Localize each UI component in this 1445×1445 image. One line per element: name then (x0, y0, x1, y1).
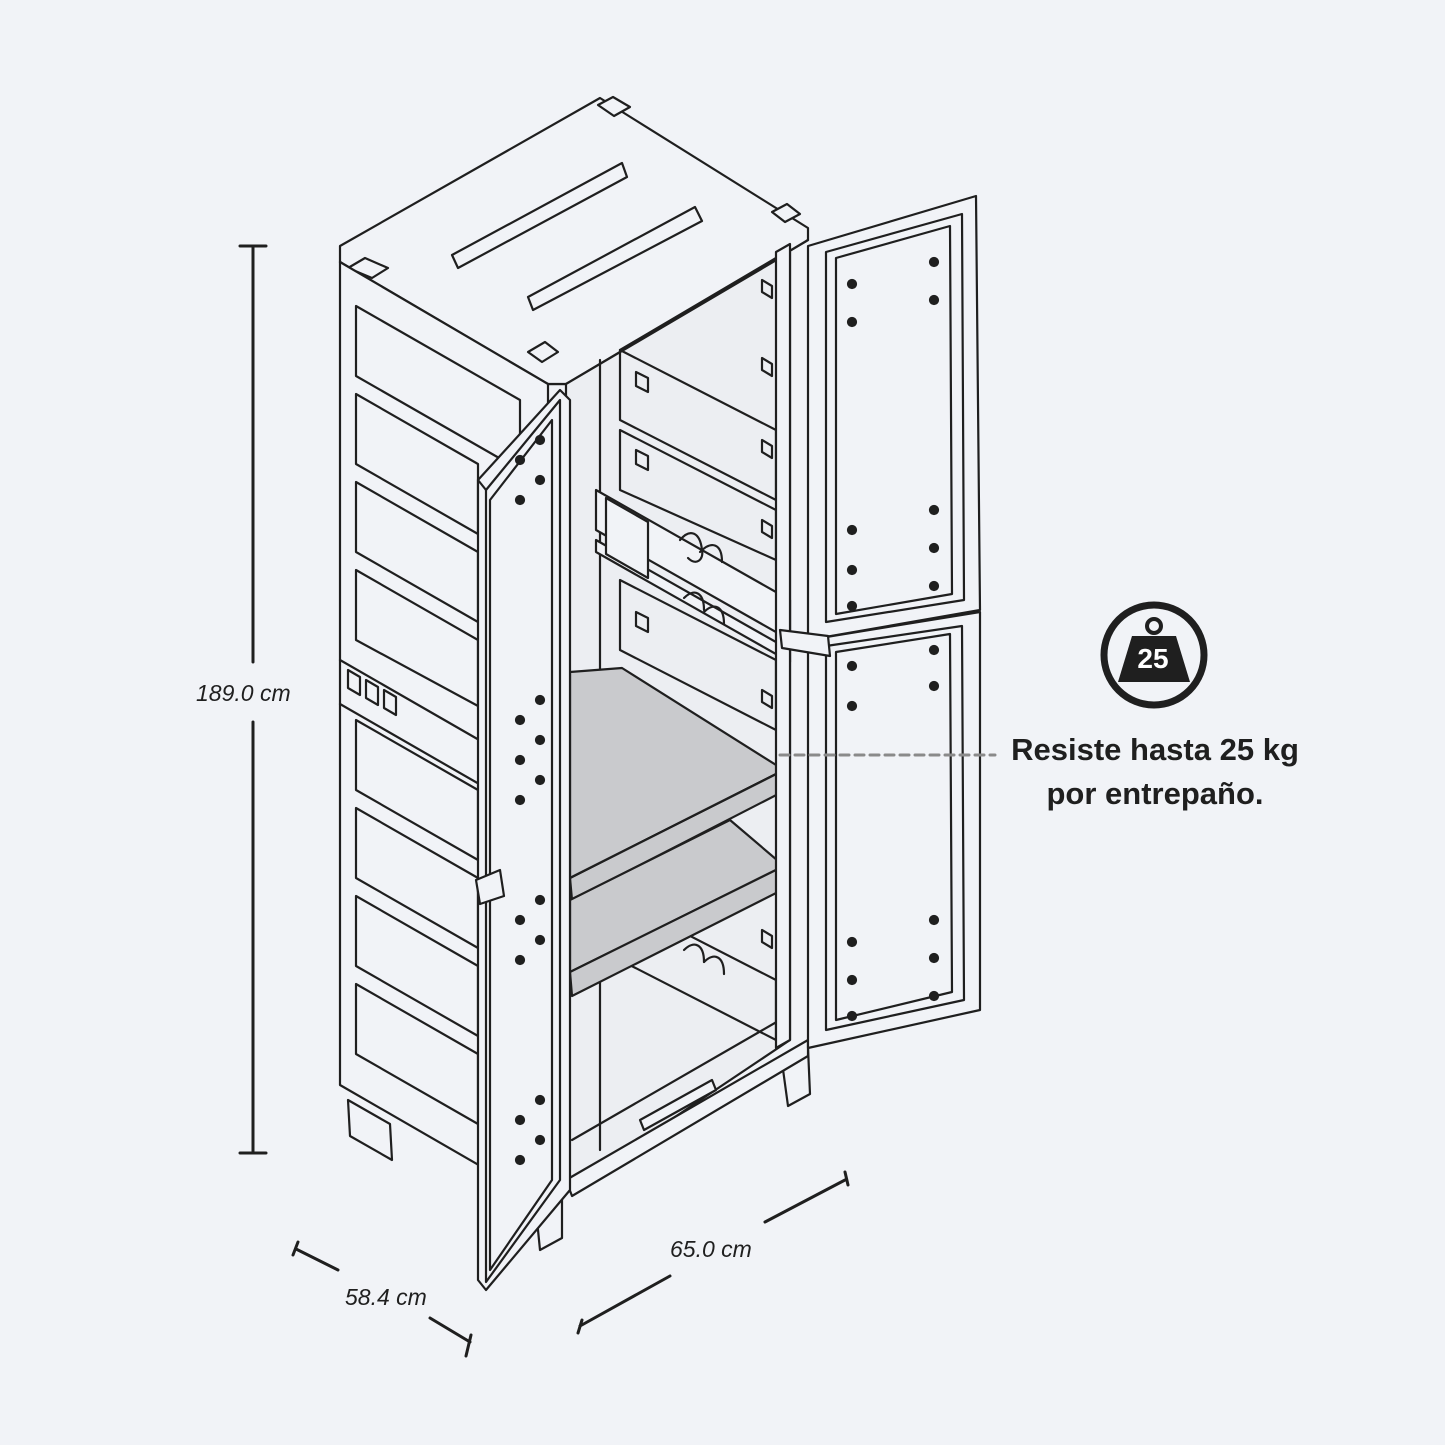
right-upper-door-holes[interactable] (846, 256, 940, 612)
shelf-load-callout: Resiste hasta 25 kg por entrepaño. (990, 728, 1320, 816)
side-panel-recesses (354, 304, 522, 1126)
right-upper-door[interactable] (806, 194, 982, 642)
depth-dimension-label: 58.4 cm (345, 1284, 427, 1310)
weight-badge-value: 25 (1137, 643, 1169, 674)
shelf-support-clips (634, 278, 774, 950)
depth-dimension-line (291, 1240, 473, 1358)
weight-icon (1100, 601, 1208, 709)
width-dimension-label: 65.0 cm (670, 1236, 752, 1262)
door-hinge (778, 628, 832, 658)
cabinet-bottom-sill (564, 1038, 810, 1198)
right-lower-door-holes[interactable] (846, 644, 940, 1022)
height-dimension-label: 189.0 cm (196, 680, 291, 706)
hanger-hooks (678, 532, 726, 976)
width-dimension-line (576, 1170, 850, 1335)
height-dimension-line (238, 244, 268, 1155)
right-lower-door[interactable] (806, 610, 982, 1050)
callout-line-2: por entrepaño. (1046, 776, 1264, 811)
left-door-holes[interactable] (514, 434, 546, 1166)
callout-line-1: Resiste hasta 25 kg (1011, 732, 1299, 767)
left-door[interactable] (474, 388, 572, 1292)
